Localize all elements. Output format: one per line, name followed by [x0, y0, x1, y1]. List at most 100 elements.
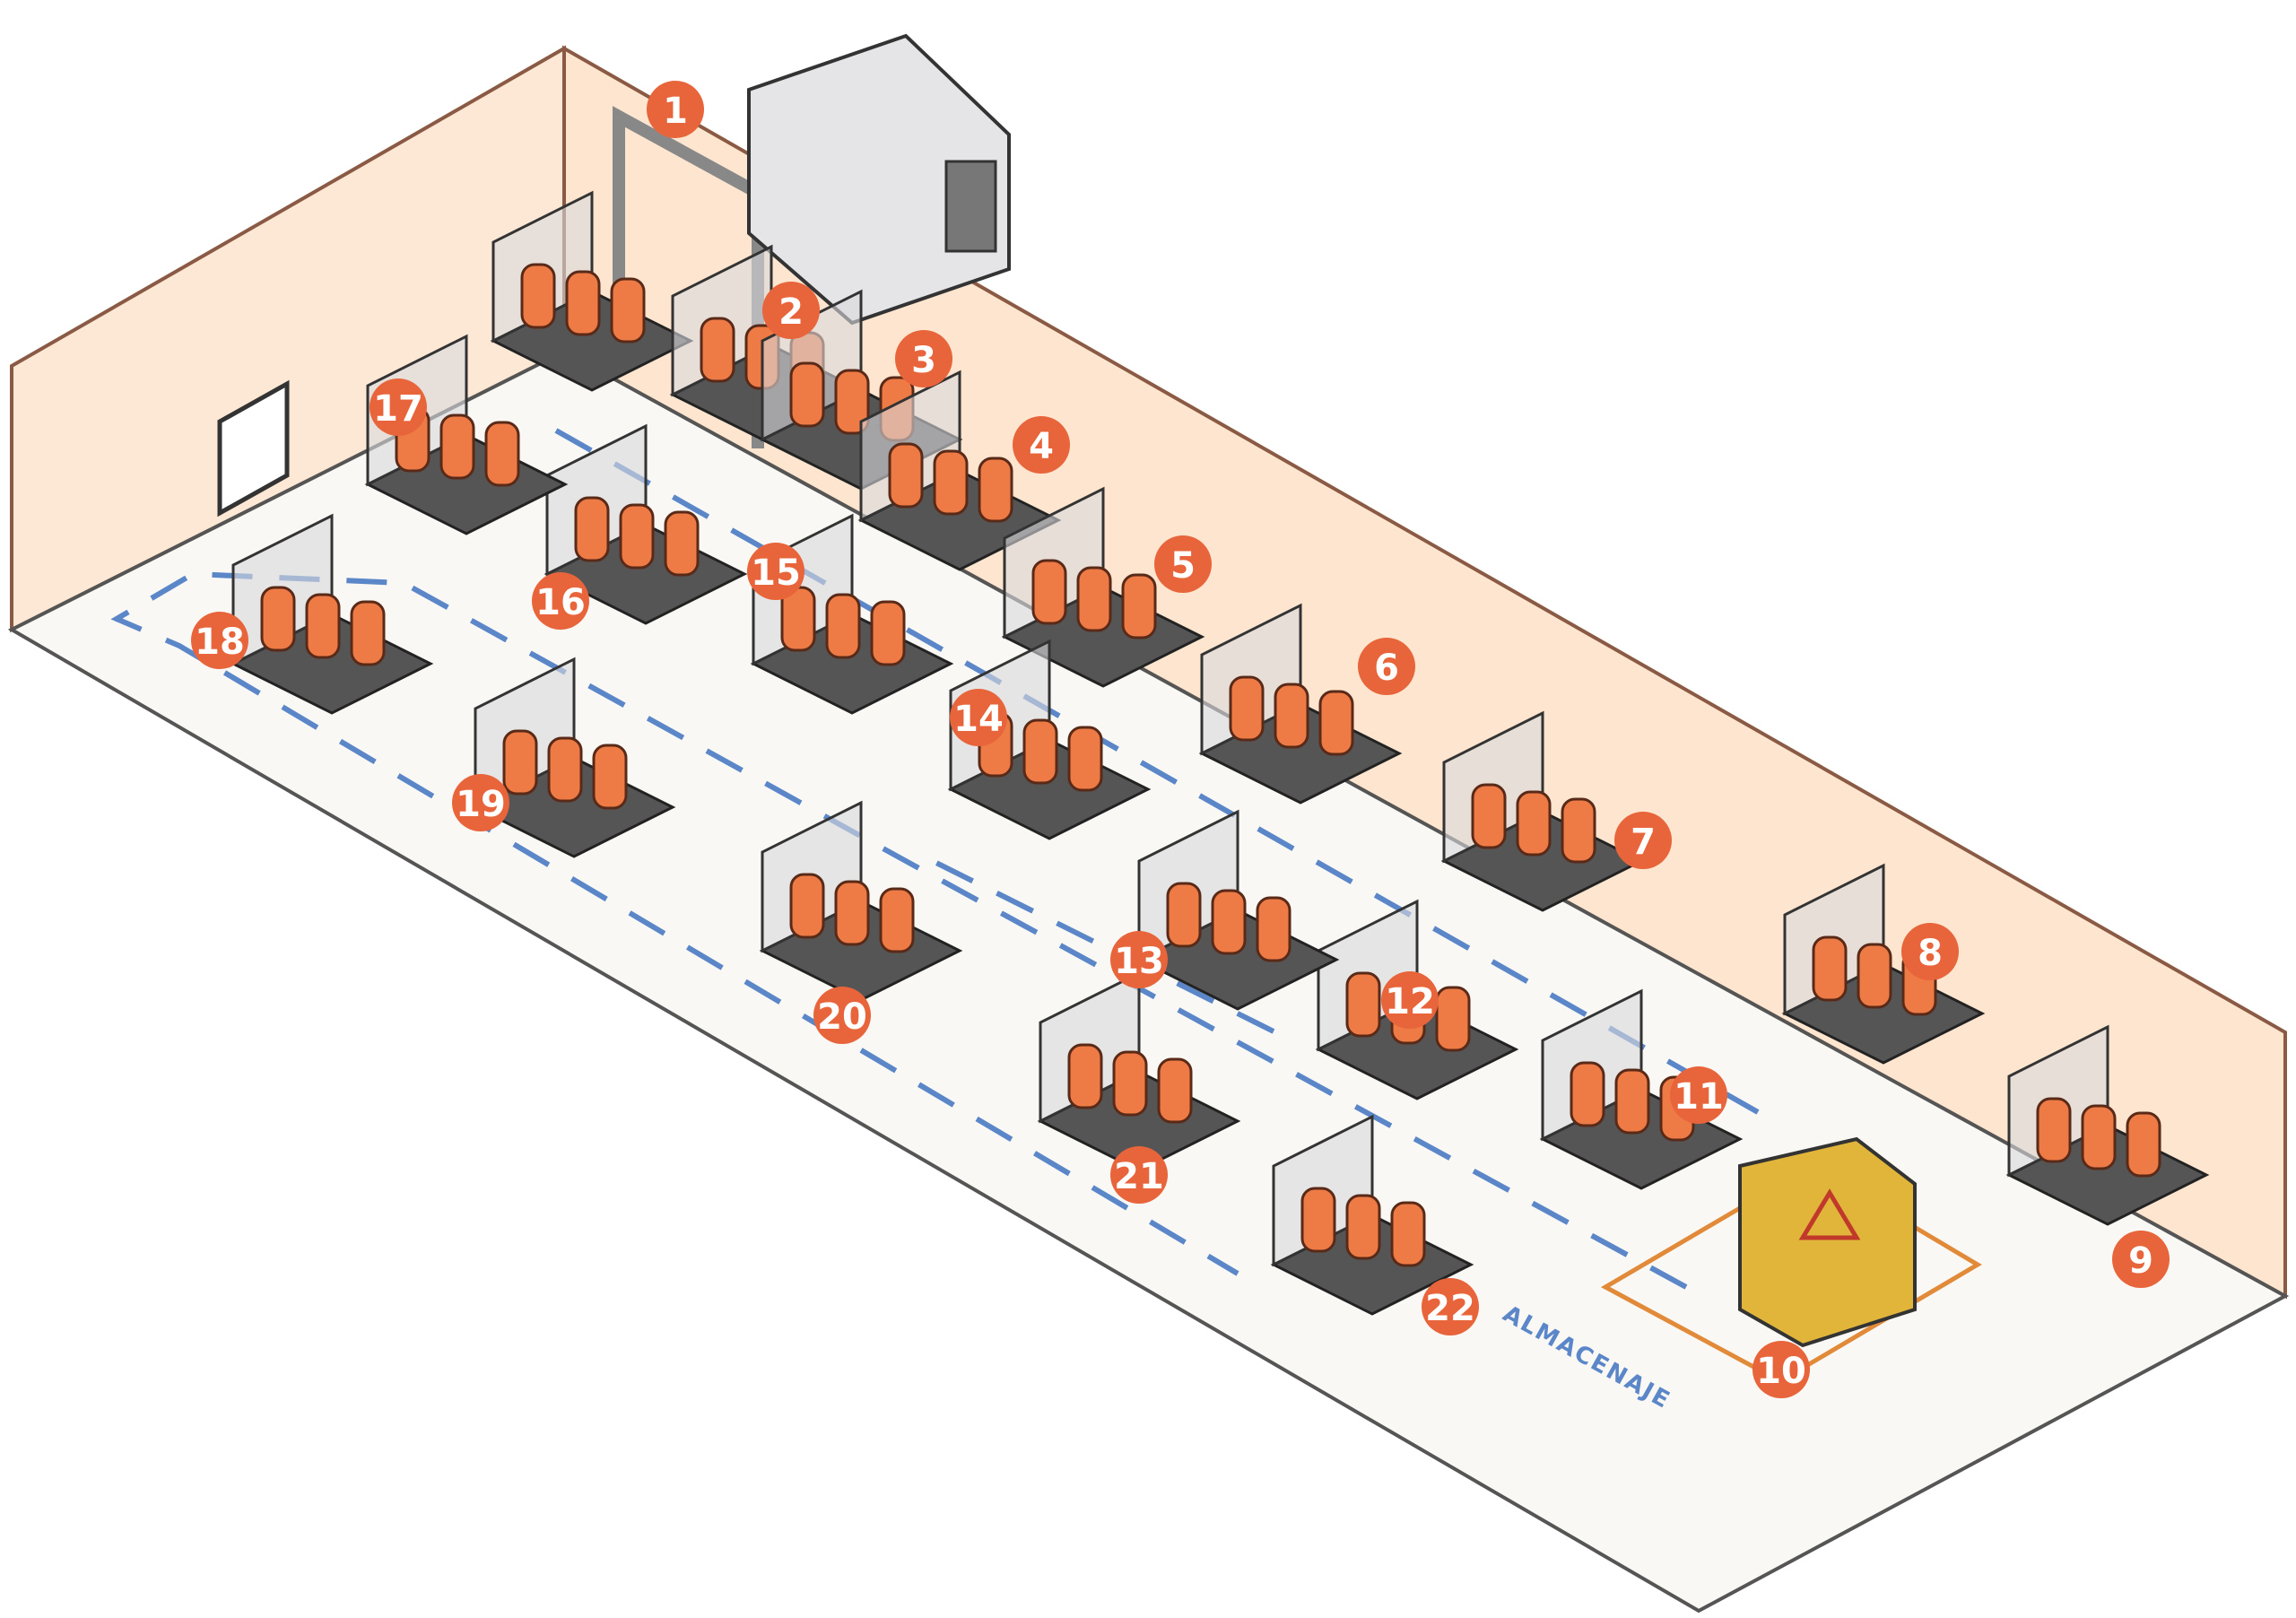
gas-cylinder-icon — [834, 880, 870, 946]
station-badge-11[interactable]: 11 — [1670, 1066, 1727, 1124]
station-badge-15[interactable]: 15 — [747, 543, 804, 600]
hazard-cabinet — [1738, 1136, 1917, 1348]
station-badge-9[interactable]: 9 — [2112, 1231, 2170, 1288]
gas-cylinder-icon — [439, 413, 475, 480]
station-badge-8[interactable]: 8 — [1901, 923, 1959, 980]
station-badge-16[interactable]: 16 — [532, 572, 589, 630]
gas-cylinder-icon — [700, 317, 735, 383]
badge-number: 16 — [535, 582, 586, 623]
gas-cylinder-icon — [2081, 1104, 2117, 1170]
gas-cylinder-icon — [2126, 1111, 2161, 1178]
gas-cylinder-icon — [610, 277, 646, 344]
badge-number: 19 — [456, 784, 506, 825]
gas-cylinder-icon — [1229, 675, 1265, 742]
flammable-warning-icon — [1798, 1188, 1861, 1240]
station-machine-6 — [1198, 603, 1403, 805]
station-badge-4[interactable]: 4 — [1013, 416, 1070, 474]
station-badge-22[interactable]: 22 — [1422, 1278, 1479, 1335]
gas-cylinder-icon — [1570, 1061, 1605, 1127]
gas-cylinder-icon — [1211, 889, 1247, 955]
station-badge-7[interactable]: 7 — [1614, 812, 1672, 869]
station-badge-21[interactable]: 21 — [1110, 1146, 1168, 1204]
badge-circle — [1110, 1146, 1168, 1204]
gas-cylinder-icon — [1435, 986, 1471, 1052]
gas-cylinder-icon — [834, 369, 870, 435]
gas-cylinder-icon — [1157, 1057, 1193, 1124]
badge-number: 6 — [1374, 648, 1399, 689]
gas-cylinder-icon — [1516, 790, 1552, 857]
gas-cylinder-icon — [664, 510, 700, 577]
badge-number: 4 — [1029, 426, 1054, 467]
badge-number: 8 — [1918, 933, 1943, 974]
badge-number: 7 — [1631, 822, 1656, 863]
station-badge-1[interactable]: 1 — [647, 81, 704, 138]
gas-cylinder-icon — [1274, 683, 1309, 749]
badge-circle — [813, 987, 871, 1044]
badge-circle — [747, 543, 804, 600]
station-badge-6[interactable]: 6 — [1358, 638, 1415, 695]
gas-cylinder-icon — [502, 729, 538, 796]
badge-circle — [895, 330, 952, 387]
badge-circle — [1013, 416, 1070, 474]
station-badge-3[interactable]: 3 — [895, 330, 952, 387]
station-badge-10[interactable]: 10 — [1752, 1341, 1810, 1398]
station-badge-19[interactable]: 19 — [452, 774, 509, 831]
gas-cylinder-icon — [565, 270, 601, 336]
badge-circle — [1381, 971, 1439, 1029]
gas-cylinder-icon — [1812, 935, 1848, 1002]
hazard-zone — [1600, 1136, 1982, 1384]
gas-cylinder-icon — [1345, 971, 1381, 1038]
station-machine-5 — [1001, 486, 1205, 688]
gas-cylinder-icon — [305, 593, 341, 659]
station-badge-14[interactable]: 14 — [950, 689, 1007, 746]
gas-cylinder-icon — [1112, 1050, 1148, 1117]
station-machine-18 — [230, 513, 434, 715]
gas-cylinder-icon — [592, 744, 628, 810]
gas-cylinder-icon — [1031, 559, 1067, 625]
badge-circle — [2112, 1231, 2170, 1288]
badge-number: 17 — [373, 388, 423, 430]
station-badge-5[interactable]: 5 — [1154, 535, 1212, 593]
station-machine-16 — [544, 423, 748, 625]
outside-storage-rack — [747, 33, 1011, 326]
gas-cylinder-icon — [350, 600, 386, 666]
gas-cylinder-icon — [1857, 943, 1892, 1009]
flow-paths — [110, 428, 1760, 1290]
gas-cylinder-icon — [260, 586, 296, 652]
station-badge-12[interactable]: 12 — [1381, 971, 1439, 1029]
station-badge-20[interactable]: 20 — [813, 987, 871, 1044]
badge-number: 9 — [2128, 1240, 2153, 1282]
gas-cylinder-icon — [1166, 882, 1202, 948]
badge-circle — [1670, 1066, 1727, 1124]
station-badge-2[interactable]: 2 — [762, 282, 820, 339]
badge-circle — [1422, 1278, 1479, 1335]
station-badge-17[interactable]: 17 — [370, 378, 427, 436]
badge-circle — [950, 689, 1007, 746]
gas-cylinder-icon — [619, 503, 655, 570]
badge-number: 15 — [751, 552, 801, 594]
gas-cylinder-icon — [1390, 1201, 1426, 1267]
gas-cylinder-icon — [1067, 1043, 1103, 1109]
station-machine-8 — [1781, 863, 1986, 1065]
gas-cylinder-icon — [1300, 1187, 1336, 1253]
station-badge-13[interactable]: 13 — [1110, 931, 1168, 988]
station-machine-9 — [2005, 1024, 2210, 1226]
machines — [230, 190, 2210, 1316]
badge-number: 22 — [1425, 1288, 1475, 1329]
badge-number: 2 — [778, 291, 804, 333]
station-machine-13 — [1135, 809, 1340, 1011]
station-machine-7 — [1440, 710, 1645, 912]
station-machine-1 — [490, 190, 694, 392]
gas-cylinder-icon — [1318, 690, 1354, 756]
badge-circle — [191, 612, 248, 669]
station-machine-22 — [1270, 1114, 1474, 1316]
badge-circle — [1614, 812, 1672, 869]
station-machine-15 — [750, 513, 954, 715]
badge-number: 21 — [1114, 1156, 1164, 1197]
station-badge-18[interactable]: 18 — [191, 612, 248, 669]
badge-circle — [452, 774, 509, 831]
badge-circle — [647, 81, 704, 138]
gas-cylinder-icon — [789, 361, 825, 428]
